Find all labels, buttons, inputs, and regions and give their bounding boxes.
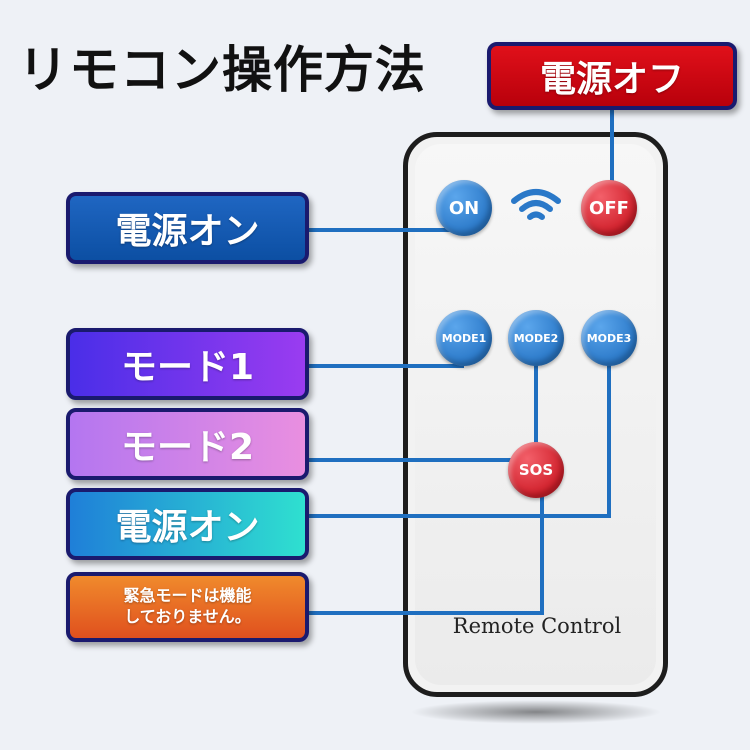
connector-mode2 (309, 340, 538, 462)
sos-note-label: 緊急モードは機能 しておりません。 (66, 572, 309, 642)
mode1-button[interactable]: MODE1 (436, 310, 492, 366)
page-title: リモコン操作方法 (18, 41, 426, 99)
sos-note-text: 緊急モードは機能 しておりません。 (123, 586, 252, 626)
mode2-label: モード2 (66, 408, 309, 480)
power-on-label: 電源オン (66, 192, 309, 264)
mode3-button[interactable]: MODE3 (581, 310, 637, 366)
sos-button[interactable]: SOS (508, 442, 564, 498)
power-off-label: 電源オフ (487, 42, 737, 110)
connector-sos (309, 474, 544, 615)
off-button[interactable]: OFF (581, 180, 637, 236)
remote-brand-text: Remote Control (452, 614, 622, 638)
connector-mode3 (309, 340, 611, 518)
mode3-label: 電源オン (66, 488, 309, 560)
on-button[interactable]: ON (436, 180, 492, 236)
wifi-signal-icon (511, 189, 561, 220)
mode2-button[interactable]: MODE2 (508, 310, 564, 366)
remote-shadow (410, 700, 662, 724)
mode1-label: モード1 (66, 328, 309, 400)
